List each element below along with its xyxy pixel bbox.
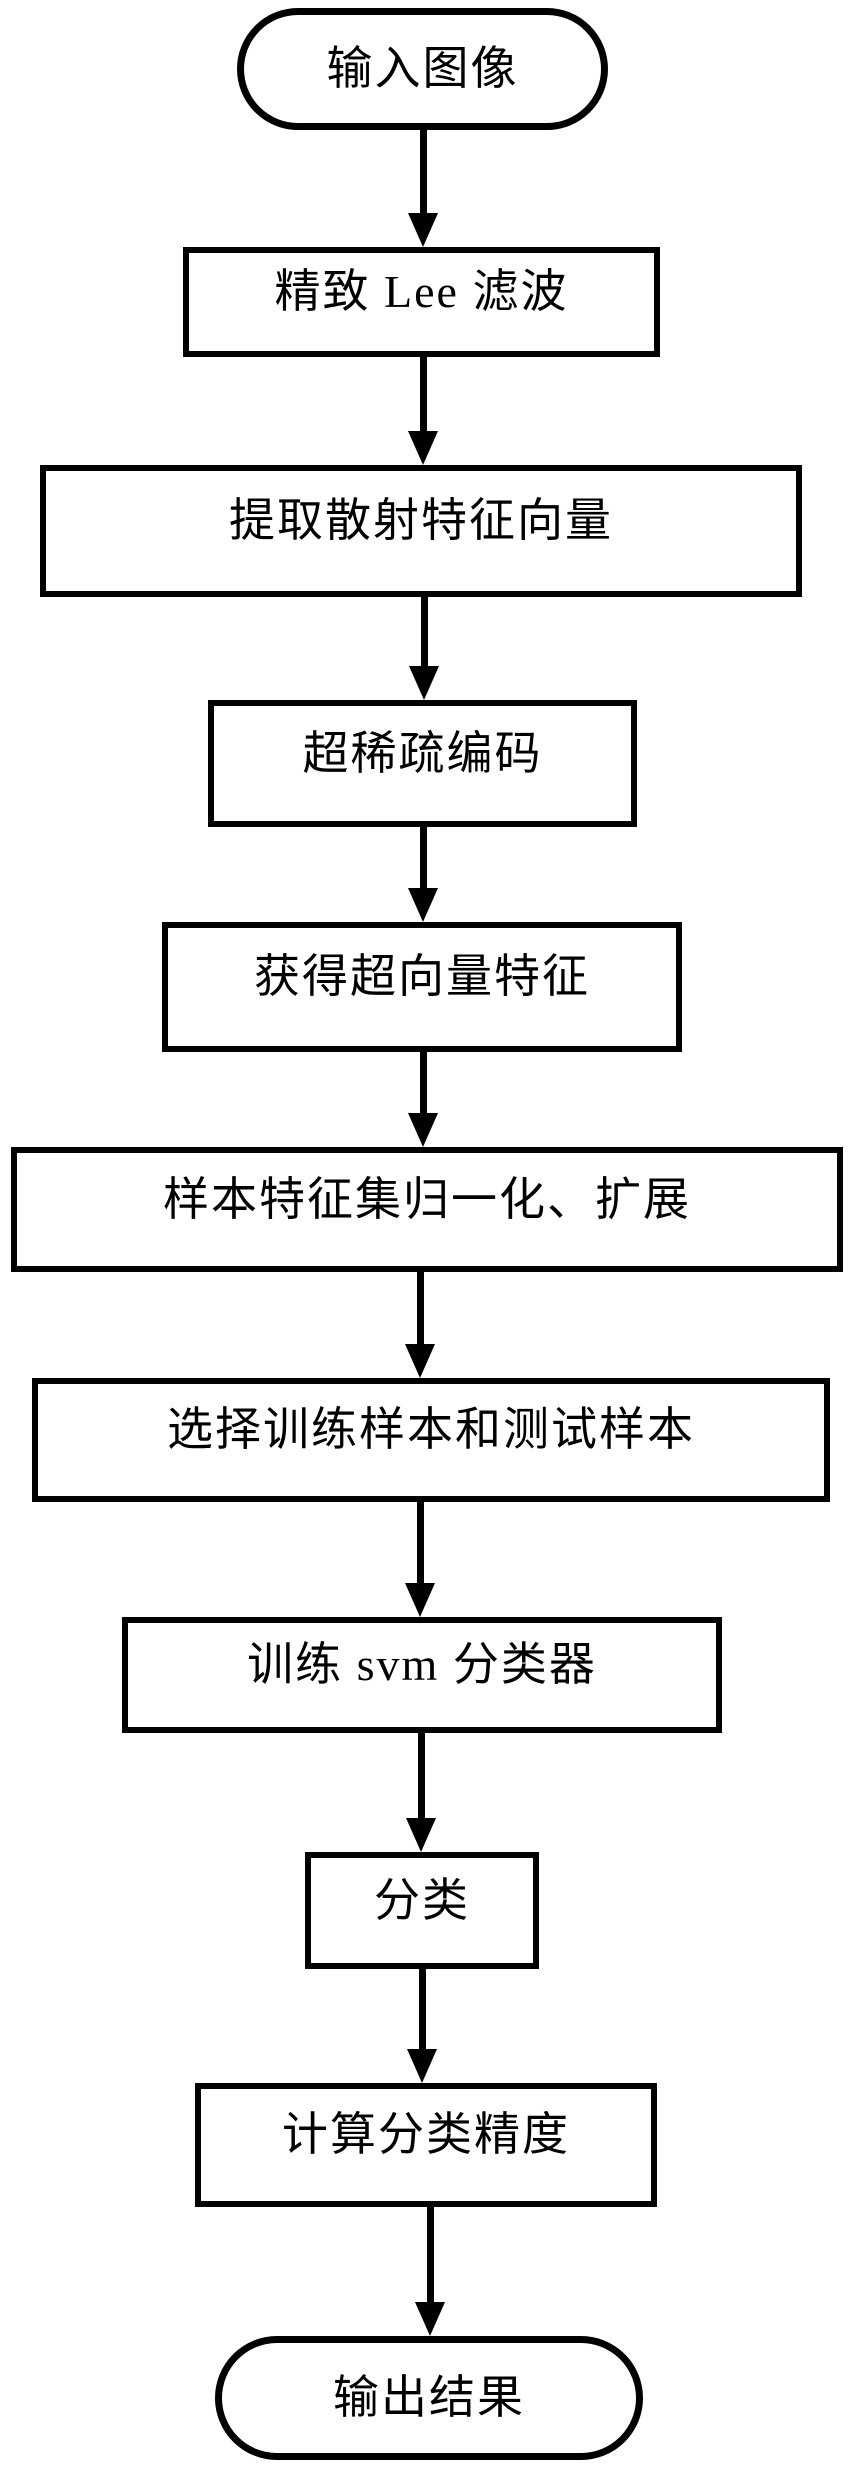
arrow-stem xyxy=(416,1272,424,1344)
node-refined-lee-filter: 精致 Lee 滤波 xyxy=(183,247,660,357)
arrow-stem xyxy=(416,1502,424,1583)
down-arrow xyxy=(406,1733,436,1852)
node-train-svm-classifier: 训练 svm 分类器 xyxy=(122,1617,722,1733)
node-label: 精致 Lee 滤波 xyxy=(274,266,569,317)
down-arrow xyxy=(409,597,439,700)
node-label: 输入图像 xyxy=(326,43,519,94)
node-classify: 分类 xyxy=(305,1852,539,1969)
arrow-head-icon xyxy=(407,2049,437,2083)
arrow-head-icon xyxy=(415,2302,445,2336)
node-label: 获得超向量特征 xyxy=(254,951,590,1002)
arrow-stem xyxy=(420,597,428,666)
node-normalize-extend-sample-feature-set: 样本特征集归一化、扩展 xyxy=(11,1147,843,1272)
node-label: 输出结果 xyxy=(333,2372,525,2423)
down-arrow xyxy=(408,357,438,465)
down-arrow xyxy=(405,1502,435,1617)
node-obtain-supervector-feature: 获得超向量特征 xyxy=(162,922,682,1052)
down-arrow xyxy=(415,2207,445,2336)
arrow-stem xyxy=(417,1733,425,1818)
node-label: 训练 svm 分类器 xyxy=(247,1639,597,1690)
node-label: 分类 xyxy=(374,1874,470,1926)
node-super-sparse-coding: 超稀疏编码 xyxy=(208,700,637,827)
arrow-head-icon xyxy=(405,1344,435,1378)
node-label: 超稀疏编码 xyxy=(302,727,543,779)
node-label: 提取散射特征向量 xyxy=(229,495,613,546)
arrow-head-icon xyxy=(408,888,438,922)
down-arrow xyxy=(405,1272,435,1378)
node-output-result: 输出结果 xyxy=(215,2336,643,2460)
node-label: 计算分类精度 xyxy=(282,2109,570,2160)
arrow-stem xyxy=(426,2207,434,2302)
node-label: 样本特征集归一化、扩展 xyxy=(163,1173,691,1225)
arrow-stem xyxy=(419,130,427,213)
node-label: 选择训练样本和测试样本 xyxy=(167,1404,695,1455)
down-arrow xyxy=(407,1969,437,2083)
node-extract-scattering-feature-vector: 提取散射特征向量 xyxy=(40,465,802,597)
arrow-head-icon xyxy=(408,213,438,247)
arrow-stem xyxy=(418,1969,426,2049)
arrow-head-icon xyxy=(409,666,439,700)
down-arrow xyxy=(408,1052,438,1147)
arrow-stem xyxy=(419,357,427,431)
arrow-head-icon xyxy=(408,1113,438,1147)
arrow-stem xyxy=(419,1052,427,1113)
arrow-head-icon xyxy=(406,1818,436,1852)
node-input-image: 输入图像 xyxy=(237,8,608,130)
down-arrow xyxy=(408,130,438,247)
arrow-head-icon xyxy=(408,431,438,465)
node-select-train-test-samples: 选择训练样本和测试样本 xyxy=(32,1378,830,1502)
arrow-stem xyxy=(419,827,427,888)
node-compute-classification-accuracy: 计算分类精度 xyxy=(195,2083,657,2207)
arrow-head-icon xyxy=(405,1583,435,1617)
down-arrow xyxy=(408,827,438,922)
